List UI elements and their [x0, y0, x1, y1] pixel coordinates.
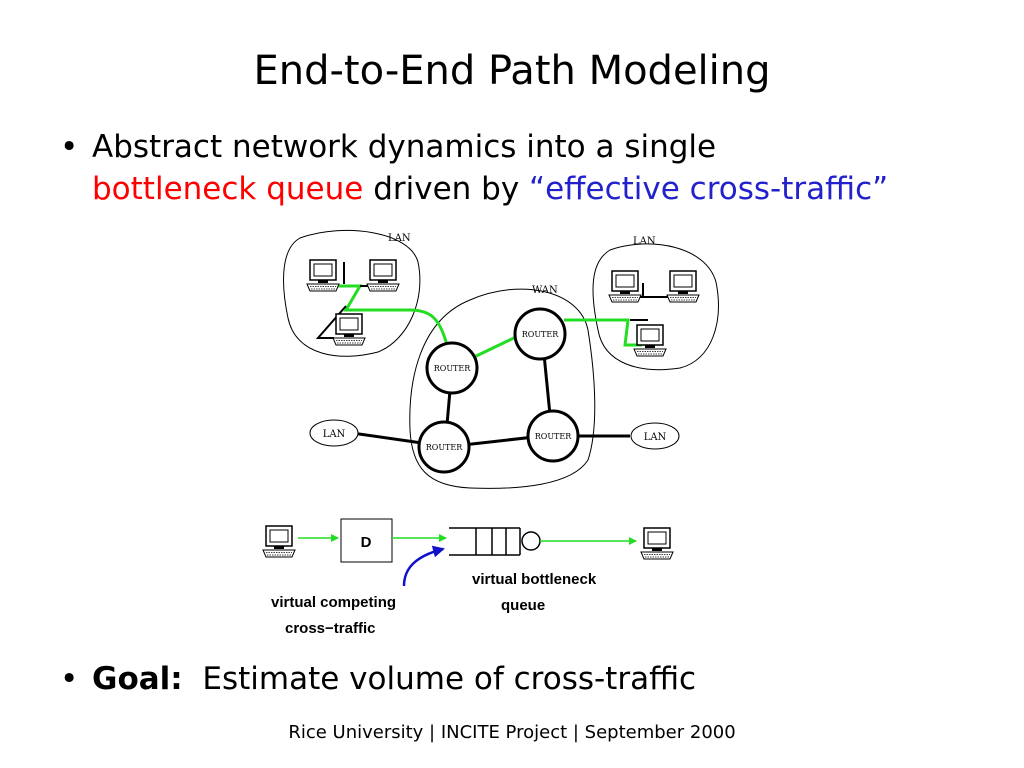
goal-label: Goal:: [92, 661, 183, 697]
computer-icon: [262, 525, 296, 558]
wan-cloud: [409, 288, 596, 489]
lan-cluster-right: [592, 243, 719, 371]
bottleneck-label-line1: virtual bottleneck: [472, 571, 597, 588]
computer-icon: [666, 270, 700, 303]
bullet-line-2: bottleneck queue driven by “effective cr…: [92, 168, 888, 210]
computer-icon: [633, 324, 667, 357]
router-node: ROUTER: [526, 409, 580, 463]
competing-label-line1: virtual competing: [271, 594, 396, 611]
lan-node-right: LAN: [630, 422, 680, 450]
lan-label: LAN: [323, 429, 346, 440]
delay-label: D: [361, 534, 372, 551]
computer-icon: [640, 527, 674, 560]
bullet-text: Goal: Estimate volume of cross-traffic: [92, 658, 696, 700]
router-node: ROUTER: [425, 341, 479, 395]
slide-title: End-to-End Path Modeling: [253, 48, 771, 94]
bottleneck-label-line2: queue: [501, 597, 545, 614]
cross-traffic-arrow: [402, 545, 445, 587]
router-label: ROUTER: [535, 432, 573, 441]
bullet-dot: •: [60, 129, 79, 165]
bullet-text: Abstract network dynamics into a single …: [92, 126, 888, 210]
end-to-end-path: [328, 284, 642, 360]
bullet-dot: •: [60, 661, 79, 697]
link-lan-left-router: [351, 431, 423, 445]
bottleneck-queue: [449, 527, 541, 556]
goal-text: Estimate volume of cross-traffic: [202, 661, 697, 697]
slide-footer: Rice University | INCITE Project | Septe…: [288, 722, 736, 743]
lan-node-left: LAN: [309, 419, 359, 447]
wan-label: WAN: [532, 285, 558, 296]
lan-label: LAN: [644, 432, 667, 443]
router-label: ROUTER: [426, 443, 464, 452]
computer-icon: [332, 313, 366, 346]
bullet-line-1: Abstract network dynamics into a single: [92, 129, 717, 165]
router-node: ROUTER: [417, 420, 471, 474]
competing-label-line2: cross−traffic: [285, 620, 375, 637]
router-label: ROUTER: [522, 330, 560, 339]
lan-label: LAN: [633, 236, 656, 247]
lan-label: LAN: [388, 233, 411, 244]
computer-icon: [608, 270, 642, 303]
router-node: ROUTER: [513, 307, 567, 361]
driven-by-text: driven by: [373, 171, 520, 207]
bottleneck-queue-highlight: bottleneck queue: [92, 171, 364, 207]
router-label: ROUTER: [434, 364, 472, 373]
lan-cluster-left: [283, 229, 421, 357]
computer-icon: [306, 259, 340, 292]
cross-traffic-highlight: “effective cross-traffic”: [529, 171, 889, 207]
computer-icon: [366, 259, 400, 292]
delay-box: D: [340, 518, 393, 563]
